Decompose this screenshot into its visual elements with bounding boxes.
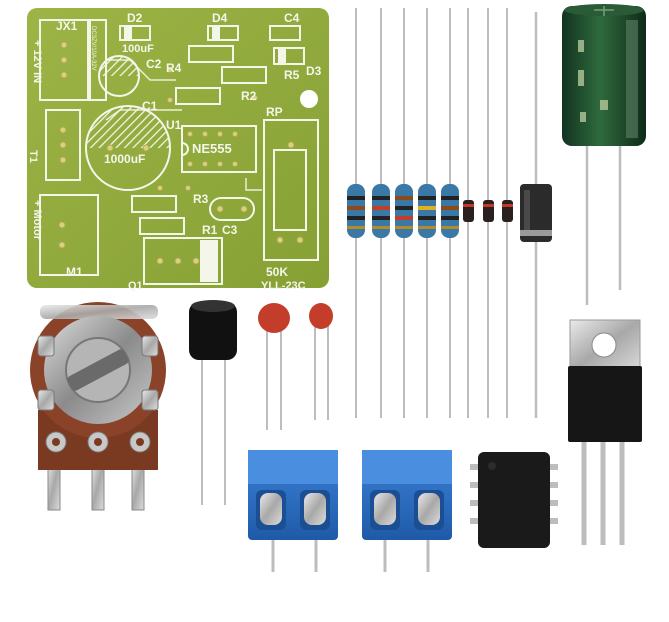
pcb-label-side-code: DC3ZV/10A-32V bbox=[90, 26, 96, 71]
potentiometer bbox=[30, 302, 166, 511]
ceramic-capacitor bbox=[258, 303, 290, 430]
mounting-hole bbox=[300, 90, 318, 108]
pcb-label-q1: Q1 bbox=[128, 280, 143, 292]
electrolytic-capacitor bbox=[562, 4, 646, 305]
pcb-label-t1: T1 bbox=[27, 150, 39, 163]
pcb-label-power-in: + 12V IN bbox=[31, 40, 43, 83]
pcb-label-r3: R3 bbox=[193, 192, 209, 206]
pcb-label-r2: R2 bbox=[241, 89, 257, 103]
pcb-label-r4: R4 bbox=[166, 61, 182, 75]
inductor bbox=[189, 300, 237, 505]
diode bbox=[502, 200, 513, 222]
pcb-label-c1: C1 bbox=[142, 99, 158, 113]
pcb-label-board-code: YLL-23C bbox=[261, 280, 306, 292]
resistor bbox=[372, 184, 390, 238]
pcb-label-jx1: JX1 bbox=[56, 19, 78, 33]
diode bbox=[463, 200, 474, 222]
diode-group bbox=[463, 8, 513, 418]
pcb-label-cap-big: 1000uF bbox=[104, 152, 145, 166]
pcb-label-c3: C3 bbox=[222, 223, 238, 237]
pcb-label-rp: RP bbox=[266, 105, 283, 119]
ceramic-capacitor bbox=[309, 303, 333, 420]
pcb-label-motor: + Motor bbox=[31, 200, 43, 241]
screw-terminal bbox=[362, 450, 452, 572]
pcb-label-ic: NE555 bbox=[192, 141, 232, 156]
resistor bbox=[418, 184, 436, 238]
diode bbox=[483, 200, 494, 222]
pcb-label-u1: U1 bbox=[166, 118, 182, 132]
resistor bbox=[441, 184, 459, 238]
pcb-label-c2: C2 bbox=[146, 57, 162, 71]
resistor bbox=[395, 184, 413, 238]
screw-terminal bbox=[248, 450, 338, 572]
dip8-ic bbox=[470, 452, 558, 548]
pcb-label-m1: M1 bbox=[66, 265, 83, 279]
pcb-label-d3: D3 bbox=[306, 64, 322, 78]
pcb-label-r5: R5 bbox=[284, 68, 300, 82]
pcb-label-c4: C4 bbox=[284, 11, 300, 25]
pcb-label-d2: D2 bbox=[127, 11, 143, 25]
pcb-board: JX1 D2 D4 C4 C2 R4 R5 D3 C1 R2 RP U1 NE5… bbox=[27, 8, 329, 292]
resistor-group bbox=[347, 8, 459, 418]
pcb-label-d4: D4 bbox=[212, 11, 228, 25]
mosfet-to220 bbox=[568, 319, 642, 545]
pcb-label-pot-value: 50K bbox=[266, 265, 288, 279]
rectifier-diode bbox=[520, 12, 552, 418]
resistor bbox=[347, 184, 365, 238]
pcb-label-cap-small: 100uF bbox=[122, 43, 154, 55]
pcb-label-r1: R1 bbox=[202, 223, 218, 237]
